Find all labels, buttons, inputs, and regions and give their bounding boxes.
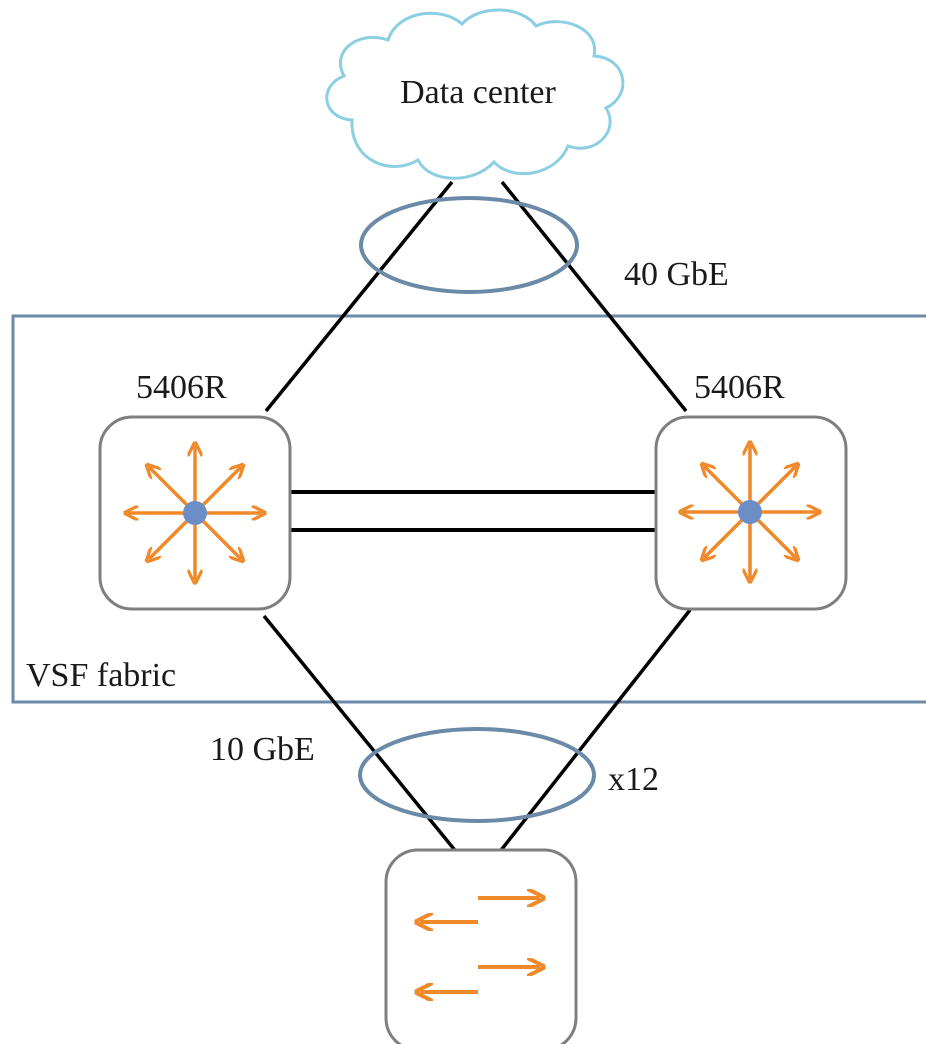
core-switch-right	[654, 415, 848, 611]
downlink-speed-label: 10 GbE	[210, 731, 315, 768]
vsf-fabric-boundary	[11, 314, 926, 704]
data-center-label: Data center	[400, 74, 556, 111]
uplink-right	[500, 180, 688, 413]
uplink-speed-label: 40 GbE	[624, 256, 729, 293]
downlink-right	[496, 608, 692, 856]
hub-dot	[738, 500, 762, 524]
access-switch	[384, 848, 578, 1044]
fabric-label: VSF fabric	[26, 657, 176, 694]
downlink-count-label: x12	[608, 761, 659, 798]
core-switch-left	[98, 415, 292, 611]
uplink-lag-ellipse	[359, 196, 579, 294]
downlink-left	[262, 614, 460, 856]
switch-right-label: 5406R	[694, 369, 785, 406]
layer2-switch-icon	[420, 898, 540, 992]
uplink-left	[264, 180, 454, 413]
downlink-lag-ellipse	[358, 727, 596, 823]
switch-left-label: 5406R	[136, 369, 227, 406]
hub-dot	[183, 501, 207, 525]
cloud-icon	[325, 8, 625, 180]
